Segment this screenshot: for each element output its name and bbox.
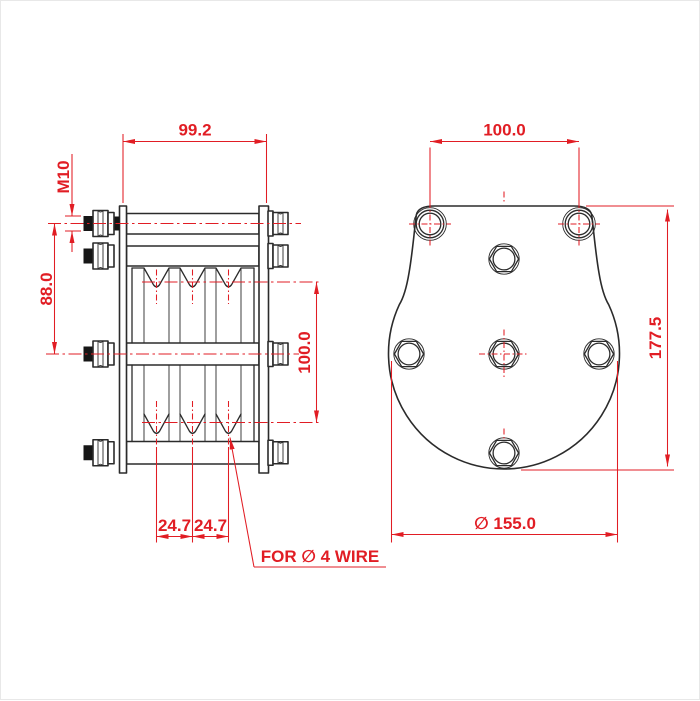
center-bolt-cross [479, 191, 529, 440]
dim-stud-thread-label: M10 [54, 160, 73, 193]
dim-groove-span: 100.0 [295, 282, 319, 423]
bolt-head-4 [267, 439, 289, 467]
dim-body-diameter-label: ∅ 155.0 [474, 514, 536, 533]
dim-side-overall-width: 99.2 [122, 121, 268, 203]
dim-hole-spacing: 100.0 [429, 121, 580, 202]
dim-side-overall-width-label: 99.2 [178, 121, 211, 140]
dim-body-diameter: ∅ 155.0 [390, 361, 619, 543]
dim-hole-spacing-label: 100.0 [483, 121, 526, 140]
front-view [387, 205, 621, 470]
dim-groove-pitch: 24.7 24.7 [155, 447, 230, 543]
stud-nut-4 [82, 438, 115, 467]
dim-groove-span-label: 100.0 [295, 331, 314, 374]
centerlines [46, 191, 600, 447]
dim-stud-thread: M10 [54, 154, 81, 252]
dim-stud-spacing-label: 88.0 [37, 272, 56, 305]
groove-centerlines [155, 269, 230, 447]
side-view [82, 205, 289, 474]
left-side-plate [118, 205, 128, 474]
dim-overall-height-label: 177.5 [646, 317, 665, 360]
dim-groove-pitch-left-label: 24.7 [158, 516, 191, 535]
dim-stud-spacing: 88.0 [37, 223, 57, 354]
wire-note-label: FOR ∅ 4 WIRE [261, 547, 379, 566]
dimensions: 99.2 M10 88.0 100.0 24.7 24.7 [37, 121, 674, 568]
stud-nut-2 [82, 242, 115, 270]
right-side-plate [258, 205, 270, 474]
flange-plate-outline [387, 205, 621, 470]
dim-groove-pitch-right-label: 24.7 [194, 516, 227, 535]
upper-bar [125, 245, 260, 267]
dim-overall-height: 177.5 [521, 205, 674, 471]
bolt-head-2 [267, 242, 289, 270]
wire-note: FOR ∅ 4 WIRE [229, 437, 386, 568]
rod-hole-crosses [409, 202, 600, 247]
